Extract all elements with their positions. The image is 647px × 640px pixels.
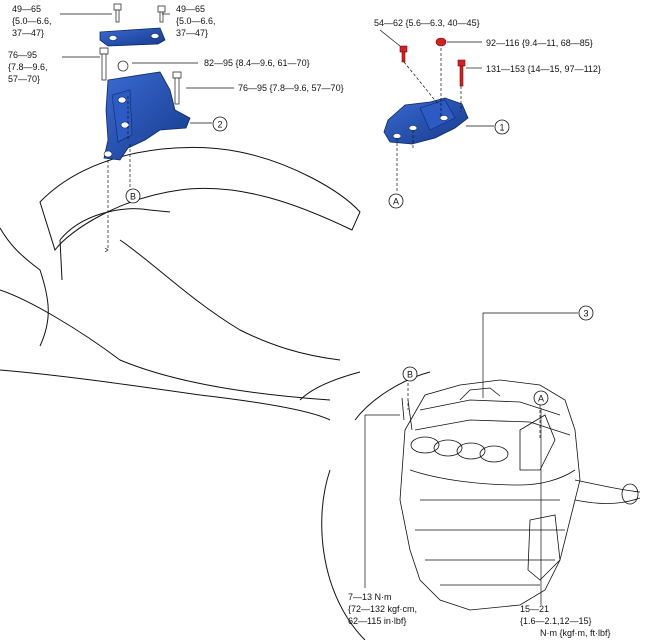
callout-2: 2 <box>212 116 228 132</box>
torque-label: {7.8—9.6, <box>8 62 48 72</box>
engine-assembly-part-3 <box>399 379 641 611</box>
small-hook-icon <box>104 247 109 253</box>
torque-label: 49—65 <box>12 4 41 14</box>
torque-label: 54—62 {5.6—6.3, 40—45} <box>374 18 480 28</box>
mount-bracket-part-2 <box>99 27 191 161</box>
leader-lines <box>60 13 578 605</box>
torque-label: 92—116 {9.4—11, 68—85} <box>486 38 593 48</box>
torque-label: {5.0—6.6, <box>176 16 216 26</box>
torque-label: 62—115 in·lbf} <box>348 616 406 626</box>
svg-text:A: A <box>538 394 544 404</box>
torque-label: 131—153 {14—15, 97—112} <box>486 64 601 74</box>
torque-label: 37—47} <box>12 28 44 38</box>
svg-text:B: B <box>130 192 136 202</box>
callout-3: 3 <box>578 305 594 321</box>
units-note: N·m {kgf·m, ft·lbf} <box>540 628 611 638</box>
svg-text:B: B <box>407 370 413 380</box>
torque-label: 7—13 N·m <box>348 592 392 602</box>
callout-a-lower: A <box>533 390 549 406</box>
torque-label: {5.0—6.6, <box>12 16 52 26</box>
svg-text:3: 3 <box>583 309 588 319</box>
callout-a-upper: A <box>388 193 404 209</box>
engine-mount-part-1 <box>383 97 469 145</box>
torque-label: 82—95 {8.4—9.6, 61—70} <box>204 58 310 68</box>
vehicle-body-outline <box>0 146 431 640</box>
dashed-guide-lines <box>107 48 541 440</box>
torque-label: 37—47} <box>176 28 208 38</box>
torque-label: {72—132 kgf·cm, <box>348 604 417 614</box>
torque-label: 15—21 <box>520 604 549 614</box>
torque-label: 57—70} <box>8 74 40 84</box>
svg-text:2: 2 <box>217 120 222 130</box>
callout-b-lower: B <box>402 366 418 382</box>
callout-1: 1 <box>494 119 510 135</box>
svg-text:1: 1 <box>499 123 504 133</box>
torque-label: {1.6—2.1,12—15} <box>520 616 592 626</box>
callout-circles: 2 1 3 B A B A <box>125 116 594 406</box>
callout-b-upper: B <box>125 188 141 204</box>
torque-labels: 49—65 {5.0—6.6, 37—47} 49—65 {5.0—6.6, 3… <box>8 4 611 638</box>
svg-text:A: A <box>393 197 399 207</box>
red-bolt-icon <box>399 37 466 87</box>
torque-label: 76—95 <box>8 50 37 60</box>
bolt-icon <box>99 3 182 105</box>
torque-label: 76—95 {7.8—9.6, 57—70} <box>238 83 344 93</box>
torque-label: 49—65 <box>176 4 205 14</box>
